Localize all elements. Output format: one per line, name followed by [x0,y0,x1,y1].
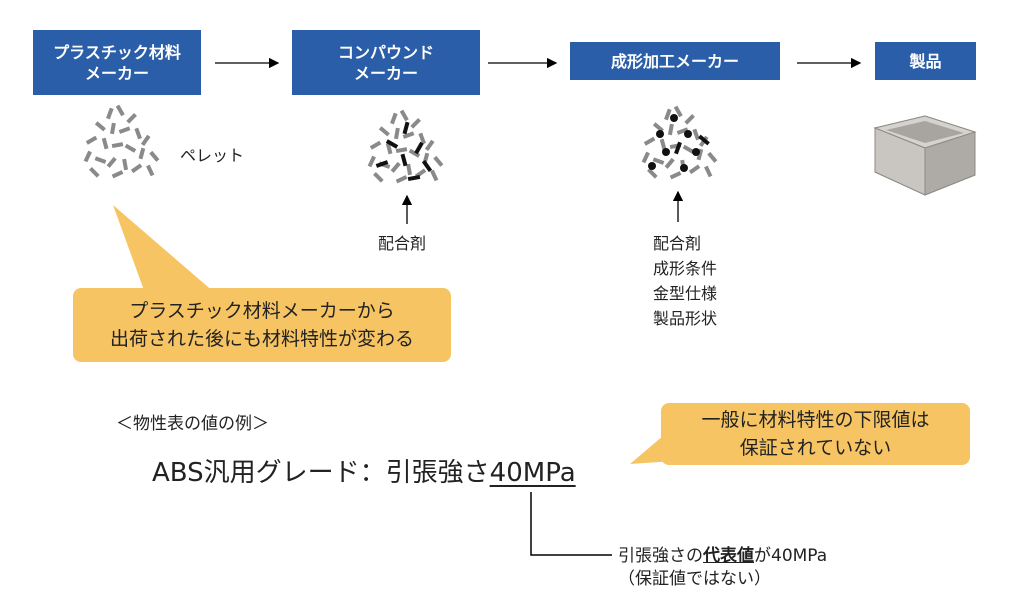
box-product: 製品 [875,42,976,80]
molding-input-1: 配合剤 [653,234,702,253]
callout-top: プラスチック材料メーカーから 出荷された後にも材料特性が変わる [73,288,451,362]
molding-input-2: 成形条件 [653,259,718,278]
callout-right-line2: 保証されていない [739,437,892,459]
product-tray-icon [873,115,977,196]
note-emphasis: 代表値 [703,546,754,566]
pellet-label: ペレット [180,146,245,165]
callout-top-line2: 出荷された後にも材料特性が変わる [109,328,414,350]
molded-cluster-icon [641,105,718,180]
box-compound-maker-line1: コンパウンド [337,42,434,62]
box-plastic-material-maker-line2: メーカー [84,63,149,83]
box-compound-maker: コンパウンド メーカー [292,30,480,95]
box-compound-maker-line2: メーカー [353,63,418,83]
pellet-cluster-icon [83,104,160,179]
box-plastic-material-maker: プラスチック材料 メーカー [33,30,201,95]
example-value: 40MPa [489,458,576,488]
box-molding-maker-line1: 成形加工メーカー [610,51,739,71]
box-plastic-material-maker-line1: プラスチック材料 [53,42,181,62]
note-line1: 引張強さの代表値が40MPa [618,544,827,568]
compound-input-label: 配合剤 [378,234,427,253]
molding-input-4: 製品形状 [653,309,718,328]
molding-input-3: 金型仕様 [653,284,718,303]
note-part1: 引張強さの [618,546,703,566]
box-molding-maker: 成形加工メーカー [570,42,780,80]
annotation-leader-line [530,492,612,556]
example-prefix: ABS汎用グレード：引張強さ [152,458,490,488]
compound-cluster-icon [367,109,444,184]
example-heading: ＜物性表の値の例＞ [116,414,269,434]
note-line2: （保証値ではない） [618,569,771,589]
callout-right: 一般に材料特性の下限値は 保証されていない [661,403,970,465]
callout-top-line1: プラスチック材料メーカーから [129,300,395,322]
callout-top-pointer [113,205,215,293]
example-line: ABS汎用グレード：引張強さ40MPa [152,456,576,490]
box-product-line1: 製品 [909,51,942,71]
callout-right-line1: 一般に材料特性の下限値は [701,409,930,431]
note-part2: が40MPa [754,546,828,566]
